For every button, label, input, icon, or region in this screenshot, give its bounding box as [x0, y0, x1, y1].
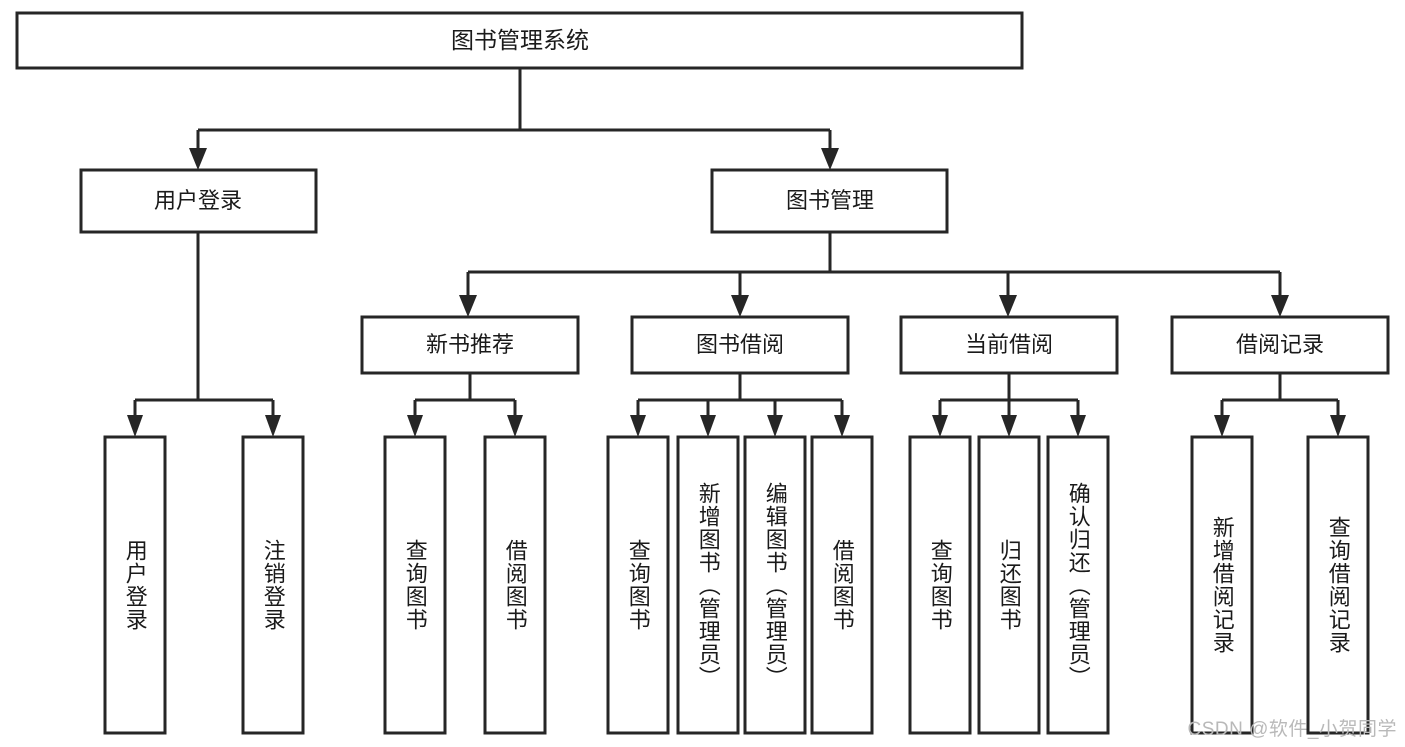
leaf-current-borrow-0[interactable]	[908, 435, 972, 735]
leaf-new-book-1-label: 借阅图书	[502, 539, 528, 631]
node-root-label: 图书管理系统	[451, 27, 589, 53]
leaf-book-borrow-0-label: 查询图书	[625, 539, 651, 631]
leaf-current-borrow-2-label: 确认归还（管理员）	[1065, 481, 1091, 689]
connector-currentborrow-to-leaves	[932, 373, 1086, 437]
node-root[interactable]	[15, 11, 1024, 70]
leaf-user-login-0-label: 用户登录	[122, 539, 148, 631]
connector-bookborrow-to-leaves	[630, 373, 850, 437]
leaf-user-login-1-label: 注销登录	[260, 539, 286, 631]
node-book-borrow[interactable]	[630, 315, 850, 375]
node-borrow-record[interactable]	[1170, 315, 1390, 375]
leaf-current-borrow-1-label: 归还图书	[996, 539, 1022, 631]
connector-root-to-level2	[189, 68, 839, 170]
leaf-current-borrow-0-label: 查询图书	[927, 539, 953, 631]
leaf-book-borrow-0[interactable]	[606, 435, 670, 735]
node-new-book-recommend-label: 新书推荐	[426, 332, 514, 357]
connector-bookmgmt-to-level3	[459, 232, 1289, 317]
node-new-book-recommend[interactable]	[360, 315, 580, 375]
leaf-book-borrow-1[interactable]	[676, 435, 740, 735]
node-book-borrow-label: 图书借阅	[696, 332, 784, 357]
leaf-book-borrow-2[interactable]	[743, 435, 807, 735]
leaf-new-book-0[interactable]	[383, 435, 447, 735]
csdn-watermark: CSDN @软件_小贺同学	[1187, 719, 1397, 740]
leaf-book-borrow-3-label: 借阅图书	[829, 539, 855, 631]
node-current-borrow-label: 当前借阅	[965, 332, 1053, 357]
connector-newbook-to-leaves	[407, 373, 523, 437]
leaf-borrow-record-0[interactable]	[1190, 435, 1254, 735]
node-user-login[interactable]	[79, 168, 318, 234]
node-current-borrow[interactable]	[899, 315, 1119, 375]
node-book-management-label: 图书管理	[786, 188, 874, 213]
node-user-login-label: 用户登录	[154, 188, 242, 213]
node-borrow-record-label: 借阅记录	[1236, 332, 1324, 357]
leaf-borrow-record-1-label: 查询借阅记录	[1325, 516, 1351, 654]
connector-userlogin-to-leaves	[127, 232, 281, 437]
node-book-management[interactable]	[710, 168, 949, 234]
leaf-book-borrow-2-label: 编辑图书（管理员）	[762, 481, 788, 689]
leaf-borrow-record-1[interactable]	[1306, 435, 1370, 735]
leaf-book-borrow-3[interactable]	[810, 435, 874, 735]
leaf-new-book-0-label: 查询图书	[402, 539, 428, 631]
leaf-book-borrow-1-label: 新增图书（管理员）	[695, 481, 721, 689]
leaf-user-login-0[interactable]	[103, 435, 167, 735]
leaf-current-borrow-1[interactable]	[977, 435, 1041, 735]
leaf-borrow-record-0-label: 新增借阅记录	[1209, 516, 1235, 654]
connector-borrowrecord-to-leaves	[1214, 373, 1346, 437]
leaf-user-login-1[interactable]	[241, 435, 305, 735]
leaf-new-book-1[interactable]	[483, 435, 547, 735]
leaf-current-borrow-2[interactable]	[1046, 435, 1110, 735]
